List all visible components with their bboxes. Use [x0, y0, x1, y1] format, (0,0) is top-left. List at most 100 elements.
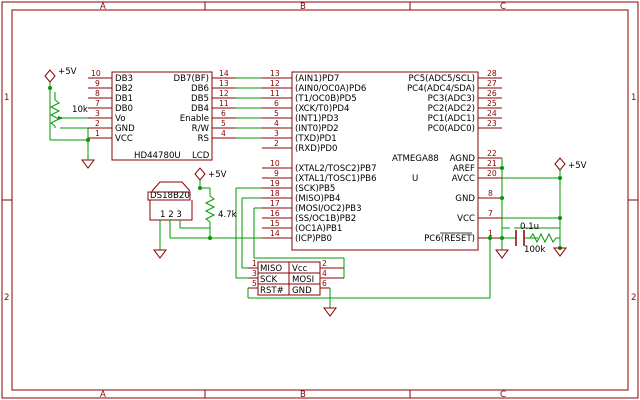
- reset-resistor: 100k: [524, 232, 560, 255]
- lcd-pin-rw: R/W: [192, 124, 210, 134]
- lcd-pin-num-12: 12: [219, 89, 229, 98]
- mcu-pin-pb4: (MISO)PB4: [295, 194, 340, 204]
- lcd-pin-vo: Vo: [115, 114, 125, 124]
- lcd-pin-num-5: 5: [221, 119, 226, 128]
- lcd-module: 10 9 8 7 3 2 1 DB3 DB2 DB1 DB0 Vo GND VC…: [88, 69, 236, 161]
- mcu-pin-pc3: PC3(ADC3): [428, 94, 475, 104]
- mcu-pin-num-24: 24: [487, 109, 497, 118]
- mcu-pin-num-15: 15: [270, 219, 280, 228]
- mcu-pin-num-19: 19: [270, 179, 280, 188]
- isp-sck: SCK: [260, 275, 277, 285]
- lcd-pin-enable: Enable: [180, 114, 209, 124]
- lcd-pin-num-3: 3: [95, 109, 100, 118]
- power-label-right: +5V: [568, 161, 587, 171]
- mcu-pin-num-20: 20: [487, 169, 497, 178]
- lcd-pin-num-2: 2: [95, 119, 100, 128]
- mcu-pin-num-21: 21: [487, 159, 497, 168]
- reset-r-value: 100k: [524, 245, 545, 255]
- mcu-pin-num-17: 17: [270, 199, 280, 208]
- isp-pin-3: 3: [252, 269, 257, 278]
- mcu-pin-pb1: (OC1A)PB1: [295, 224, 342, 234]
- lcd-pin-db4: DB4: [191, 104, 209, 114]
- lcd-ref: LCD: [192, 151, 210, 161]
- lcd-pin-num-1: 1: [95, 129, 100, 138]
- lcd-pin-vcc: VCC: [115, 134, 133, 144]
- power-5v-sensor: +5V: [194, 167, 227, 181]
- mcu-part-name: ATMEGA88: [392, 154, 439, 164]
- mcu-pin-pc4: PC4(ADC4/SDA): [407, 84, 475, 94]
- isp-mosi: MOSI: [292, 275, 314, 285]
- mcu-pin-num-6: 6: [274, 99, 279, 108]
- mcu-pin-num-26: 26: [487, 89, 497, 98]
- mcu-pin-num-14: 14: [270, 229, 280, 238]
- mcu-pin-pd7: (AIN1)PD7: [295, 74, 339, 84]
- mcu-pin-num-7: 7: [488, 209, 493, 218]
- mcu-pin-pc5: PC5(ADC5/SCL): [409, 74, 475, 84]
- frame-row-2-left: 2: [4, 293, 9, 303]
- mcu-pin-num-25: 25: [487, 99, 497, 108]
- mcu-ref: U: [412, 174, 418, 184]
- pullup-value: 4.7k: [218, 210, 237, 220]
- lcd-pin-db6: DB6: [191, 84, 209, 94]
- power-5v-left: +5V: [44, 67, 77, 83]
- lcd-pin-num-9: 9: [95, 79, 100, 88]
- lcd-pin-num-7: 7: [95, 99, 100, 108]
- isp-pin-1: 1: [252, 259, 257, 268]
- mcu-pin-pc0: PC0(ADC0): [428, 124, 475, 134]
- mcu-pin-num-8: 8: [488, 189, 493, 198]
- power-label-sensor: +5V: [208, 170, 227, 180]
- mcu-pin-pb0: (ICP)PB0: [295, 234, 332, 244]
- mcu-pin-num-3: 3: [274, 129, 279, 138]
- pullup-resistor: 4.7k: [204, 195, 237, 223]
- mcu-pin-pc2: PC2(ADC2): [428, 104, 475, 114]
- mcu-pin-pd1: (TXD)PD1: [295, 134, 337, 144]
- mcu-pin-avcc: AVCC: [452, 174, 475, 184]
- isp-vcc: Vcc: [292, 264, 308, 274]
- frame-row-1-right: 1: [631, 93, 636, 103]
- lcd-pin-db3: DB3: [115, 74, 133, 84]
- mcu-pin-pc6-reset: PC6(RESET): [424, 234, 475, 244]
- cap-value: 0.1u: [520, 222, 539, 232]
- isp-rst: RST#: [260, 286, 284, 296]
- mcu-pin-vcc: VCC: [457, 214, 475, 224]
- mcu-pin-num-18: 18: [270, 189, 280, 198]
- mcu-pin-num-4: 4: [274, 119, 279, 128]
- mcu-left-pin-lines: [262, 77, 292, 239]
- mcu-pin-num-27: 27: [487, 79, 497, 88]
- mcu-pin-pb2: (SS/OC1B)PB2: [295, 214, 356, 224]
- mcu-pin-num-1: 1: [488, 229, 493, 238]
- mcu-atmega88: 13 12 11 6 5 4 3 2 10 9 19 18 17 16 15 1…: [262, 69, 502, 251]
- mcu-pin-num-9: 9: [274, 169, 279, 178]
- lcd-pin-num-6: 6: [221, 109, 226, 118]
- lcd-pin-num-4: 4: [221, 129, 226, 138]
- frame-col-a-bottom: A: [100, 390, 106, 400]
- mcu-pin-num-12: 12: [270, 79, 280, 88]
- potentiometer: 10k: [49, 92, 88, 128]
- lcd-pin-gnd: GND: [115, 124, 135, 134]
- mcu-pin-pb5: (SCK)PB5: [295, 184, 335, 194]
- lcd-pin-db5: DB5: [191, 94, 209, 104]
- frame-col-b-top: B: [300, 2, 306, 12]
- lcd-pin-db2: DB2: [115, 84, 133, 94]
- frame-col-c-bottom: C: [500, 390, 506, 400]
- mcu-pin-num-22: 22: [487, 149, 497, 158]
- lcd-pin-db0: DB0: [115, 104, 133, 114]
- isp-pin-6: 6: [322, 279, 327, 288]
- lcd-pin-num-13: 13: [219, 79, 229, 88]
- frame-col-c-top: C: [500, 2, 506, 12]
- ds18b20-pins: 1 2 3: [160, 210, 182, 220]
- mcu-pin-pb7: (XTAL2/TOSC2)PB7: [295, 164, 377, 174]
- pot-value: 10k: [72, 105, 88, 115]
- lcd-pin-db7: DB7(BF): [173, 74, 209, 84]
- frame-row-2-right: 2: [631, 293, 636, 303]
- mcu-pin-num-10: 10: [270, 159, 280, 168]
- mcu-pin-pd4: (XCK/T0)PD4: [295, 104, 349, 114]
- mcu-pin-pd6: (AIN0/OC0A)PD6: [295, 84, 366, 94]
- lcd-pin-num-14: 14: [219, 69, 229, 78]
- isp-pin-4: 4: [322, 269, 327, 278]
- ground-symbols: [81, 140, 567, 317]
- power-label-left: +5V: [58, 67, 77, 77]
- ds18b20-name: DS18B20: [150, 191, 190, 201]
